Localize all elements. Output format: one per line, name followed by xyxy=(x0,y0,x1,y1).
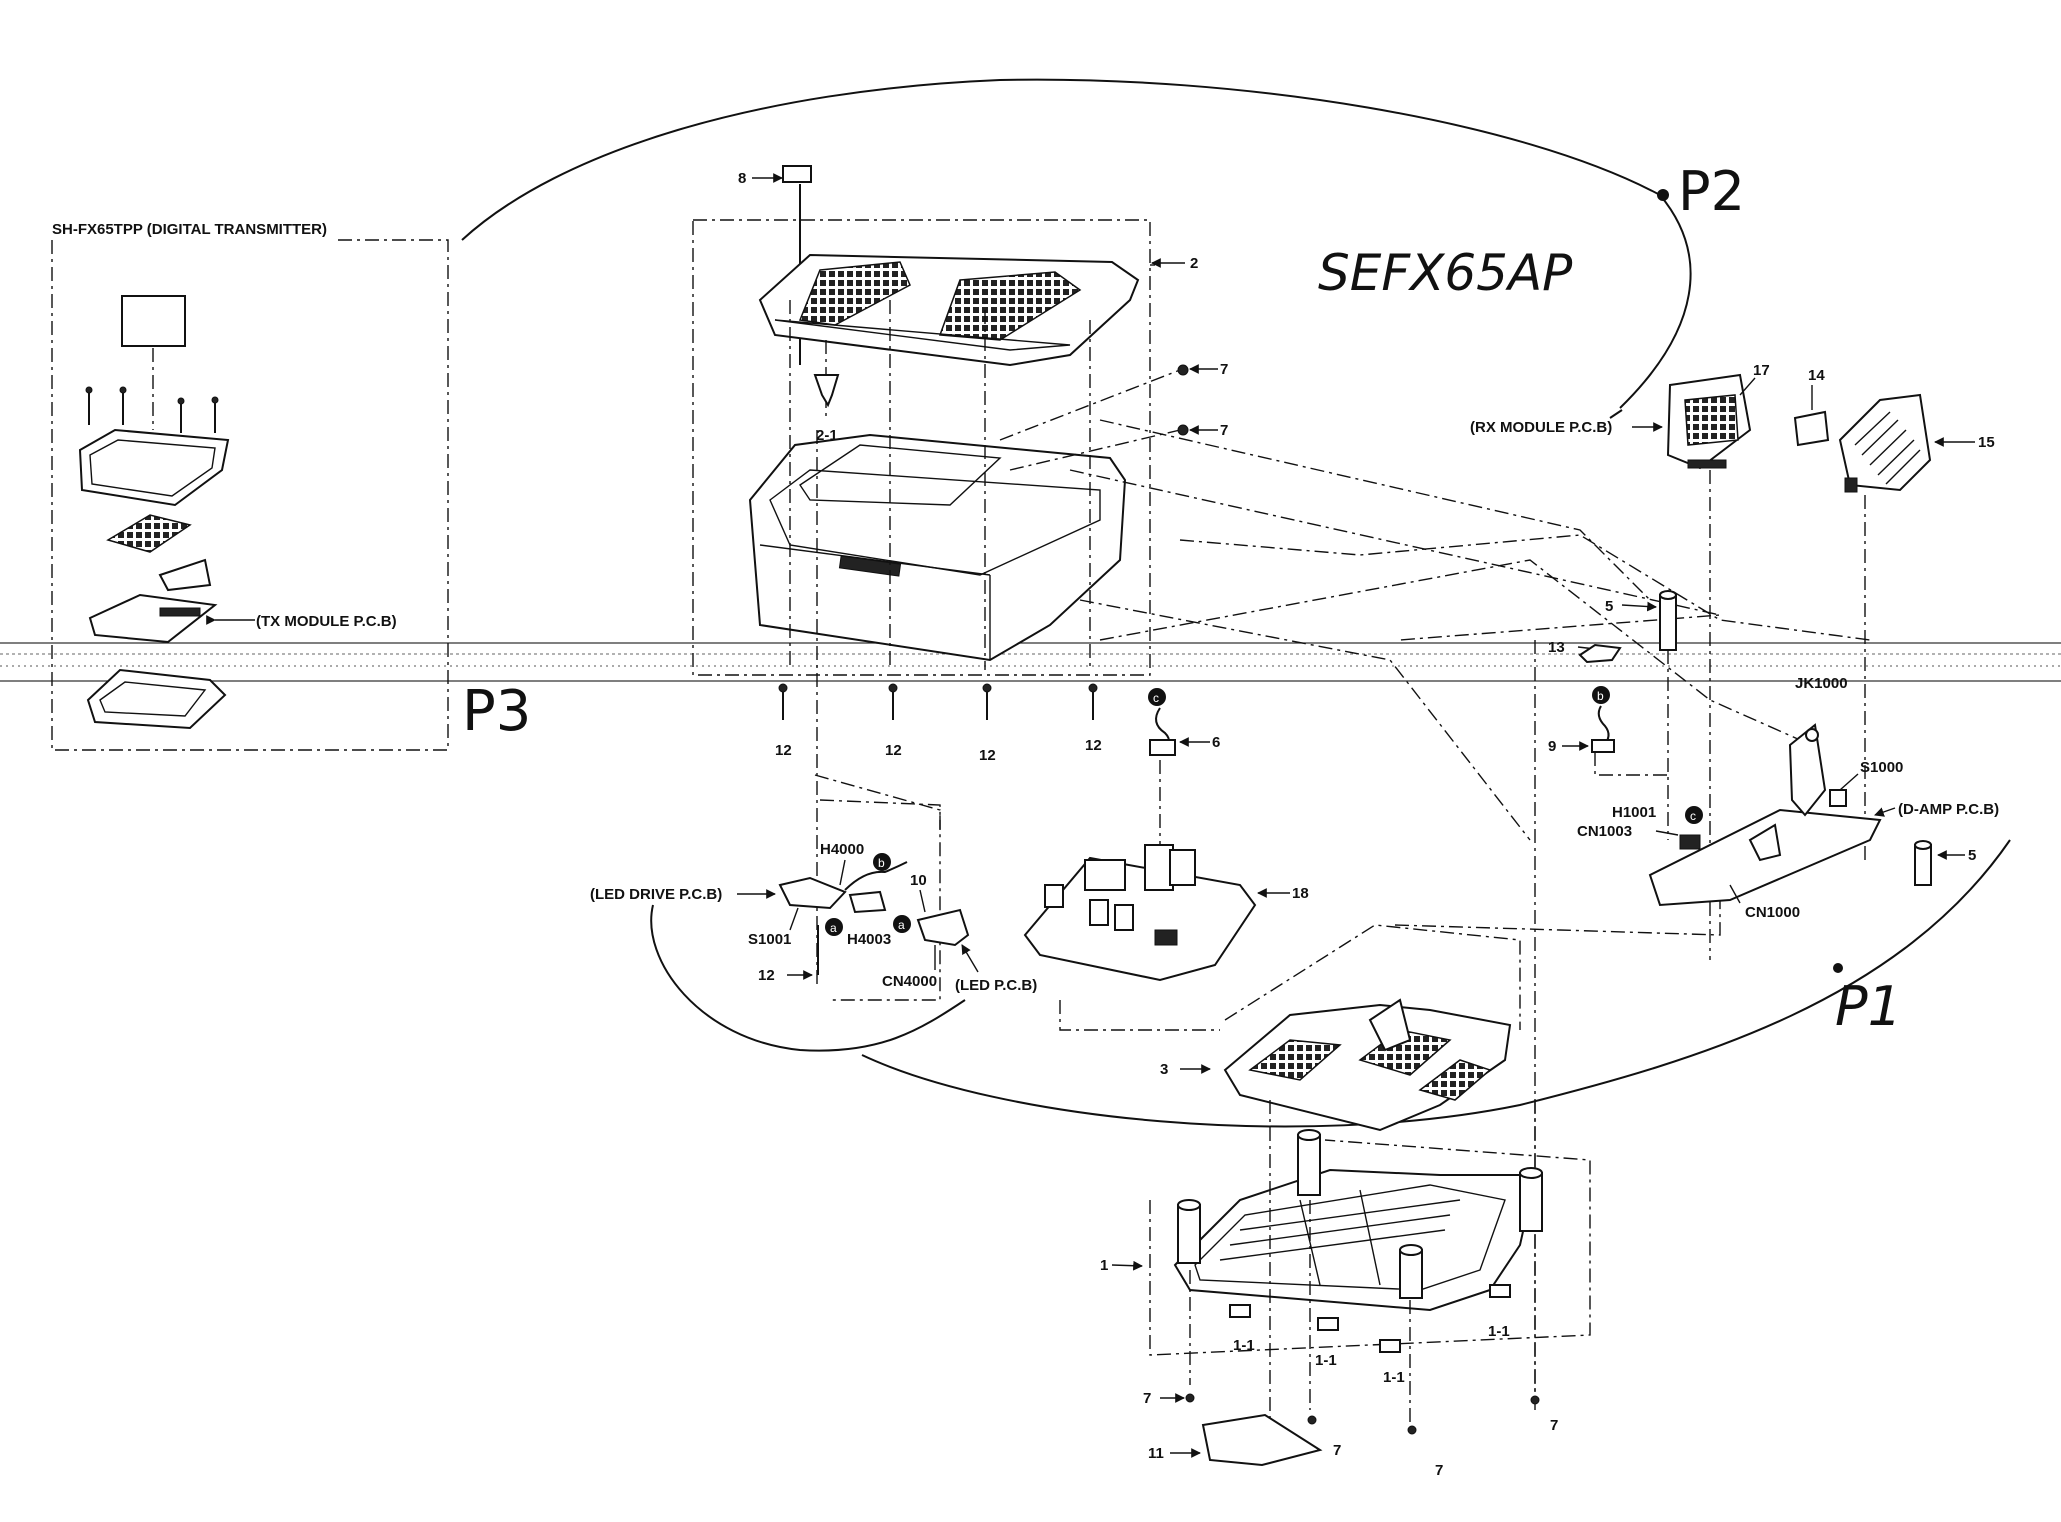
cn1000-label: CN1000 xyxy=(1745,904,1800,921)
part-12-label-a: 12 xyxy=(775,742,792,759)
tx-screws xyxy=(85,386,219,433)
marker-b-damp: b xyxy=(1597,689,1604,703)
part-1-1-label-d: 1-1 xyxy=(1488,1323,1510,1340)
transmitter-title: SH-FX65TPP (DIGITAL TRANSMITTER) xyxy=(52,221,327,238)
part-3-label: 3 xyxy=(1160,1061,1168,1078)
led-pcb-label: (LED P.C.B) xyxy=(955,977,1037,994)
p2-handwritten: P2 xyxy=(1678,160,1745,223)
tx-bracket xyxy=(158,558,212,592)
part-8-label: 8 xyxy=(738,170,746,187)
rx-module-label: (RX MODULE P.C.B) xyxy=(1470,419,1612,436)
foot-1-1-a xyxy=(1229,1304,1251,1318)
marker-a-led: a xyxy=(830,921,837,935)
p3-handwritten: P3 xyxy=(462,679,531,744)
part-6-connector: c 6 xyxy=(1148,688,1220,845)
part-12-label-b: 12 xyxy=(885,742,902,759)
brand-plate xyxy=(838,555,902,577)
part-15-label: 15 xyxy=(1978,434,1995,451)
rx-module-group: (RX MODULE P.C.B) 17 14 15 xyxy=(1470,362,1995,960)
part-14-label: 14 xyxy=(1808,367,1825,384)
part-12-label-d: 12 xyxy=(1085,737,1102,754)
marker-c-damp: c xyxy=(1690,809,1696,823)
model-handwritten: SEFX65AP xyxy=(1318,244,1573,302)
handwritten-curves xyxy=(461,78,2011,1128)
led-drive-board-group: (LED DRIVE P.C.B) S1001 H4000 b a H4003 … xyxy=(590,774,1037,1001)
power-board-group: 18 xyxy=(1023,844,1309,1031)
part-7-label-c: 7 xyxy=(1143,1390,1151,1407)
h4000-label: H4000 xyxy=(820,841,864,858)
part-10-label: 10 xyxy=(910,872,927,889)
part-1-1-label-b: 1-1 xyxy=(1315,1352,1337,1369)
main-cabinet xyxy=(748,433,1127,662)
part-13-label: 13 xyxy=(1548,639,1565,656)
part-2-label: 2 xyxy=(1190,255,1198,272)
marker-b-led: b xyxy=(878,856,885,870)
p1-handwritten: P1 xyxy=(1835,975,1902,1038)
h1001-label: H1001 xyxy=(1612,804,1656,821)
part-1-1-label-a: 1-1 xyxy=(1233,1337,1255,1354)
part-7-label-e: 7 xyxy=(1435,1462,1443,1479)
part-12-label-c: 12 xyxy=(979,747,996,764)
d-amp-label: (D-AMP P.C.B) xyxy=(1898,801,1999,818)
cn4000-label: CN4000 xyxy=(882,973,937,990)
screw-row-12: 12 12 12 12 xyxy=(775,683,1102,764)
assembly-guides xyxy=(819,419,1871,1410)
part-7-label-b: 7 xyxy=(1220,422,1228,439)
part-12-label-e: 12 xyxy=(758,967,775,984)
clip-13 xyxy=(1578,643,1622,664)
part-18-label: 18 xyxy=(1292,885,1309,902)
part-14-plate xyxy=(1793,410,1830,447)
chassis-tray-3: 3 xyxy=(1160,924,1521,1132)
top-enclosure-group: 2 8 2-1 7 7 xyxy=(692,165,1228,985)
part-7-label-a: 7 xyxy=(1220,361,1228,378)
marker-a-ledpcb: a xyxy=(898,918,905,932)
part-5-label-b: 5 xyxy=(1968,847,1976,864)
scan-artifact-lines xyxy=(0,642,2061,682)
part-9-label: 9 xyxy=(1548,738,1556,755)
heatsink-15 xyxy=(1838,393,1932,492)
s1000-label: S1000 xyxy=(1860,759,1903,776)
h4003-label: H4003 xyxy=(847,931,891,948)
post-5-a xyxy=(1659,594,1677,651)
knob-part-8 xyxy=(782,165,812,183)
part-6-label: 6 xyxy=(1212,734,1220,751)
jk1000-label: JK1000 xyxy=(1795,675,1848,692)
tx-module-label: (TX MODULE P.C.B) xyxy=(256,613,397,630)
led-board xyxy=(916,908,970,947)
marker-c-top: c xyxy=(1153,691,1159,705)
tx-module-board xyxy=(88,593,218,644)
part-7-label-d: 7 xyxy=(1333,1442,1341,1459)
led-drive-label: (LED DRIVE P.C.B) xyxy=(590,886,722,903)
part-5-label-a: 5 xyxy=(1605,598,1613,615)
part-1-1-label-c: 1-1 xyxy=(1383,1369,1405,1386)
sheet-11 xyxy=(1201,1413,1323,1467)
bottom-base-1: 1 1-1 1-1 1-1 1-1 7 7 7 7 11 xyxy=(1100,1100,1591,1479)
power-board-18 xyxy=(1023,856,1257,982)
post-5-b xyxy=(1914,844,1932,886)
part-17-label: 17 xyxy=(1753,362,1770,379)
led-drive-board xyxy=(778,876,847,910)
tx-label-sheet xyxy=(121,295,186,347)
tx-speaker-grid xyxy=(106,514,192,553)
tx-bottom-case xyxy=(86,668,227,730)
s1001-label: S1001 xyxy=(748,931,791,948)
part-1-label: 1 xyxy=(1100,1257,1108,1274)
transmitter-group: SH-FX65TPP (DIGITAL TRANSMITTER) (TX MOD… xyxy=(51,221,449,751)
d-amp-group: 5 13 b 9 JK1000 S1000 (D-AMP P.C.B) c H1… xyxy=(1548,590,1999,921)
tx-top-cover xyxy=(78,428,230,507)
part-7-label-f: 7 xyxy=(1550,1417,1558,1434)
part-11-label: 11 xyxy=(1148,1445,1164,1462)
cn1003-label: CN1003 xyxy=(1577,823,1632,840)
